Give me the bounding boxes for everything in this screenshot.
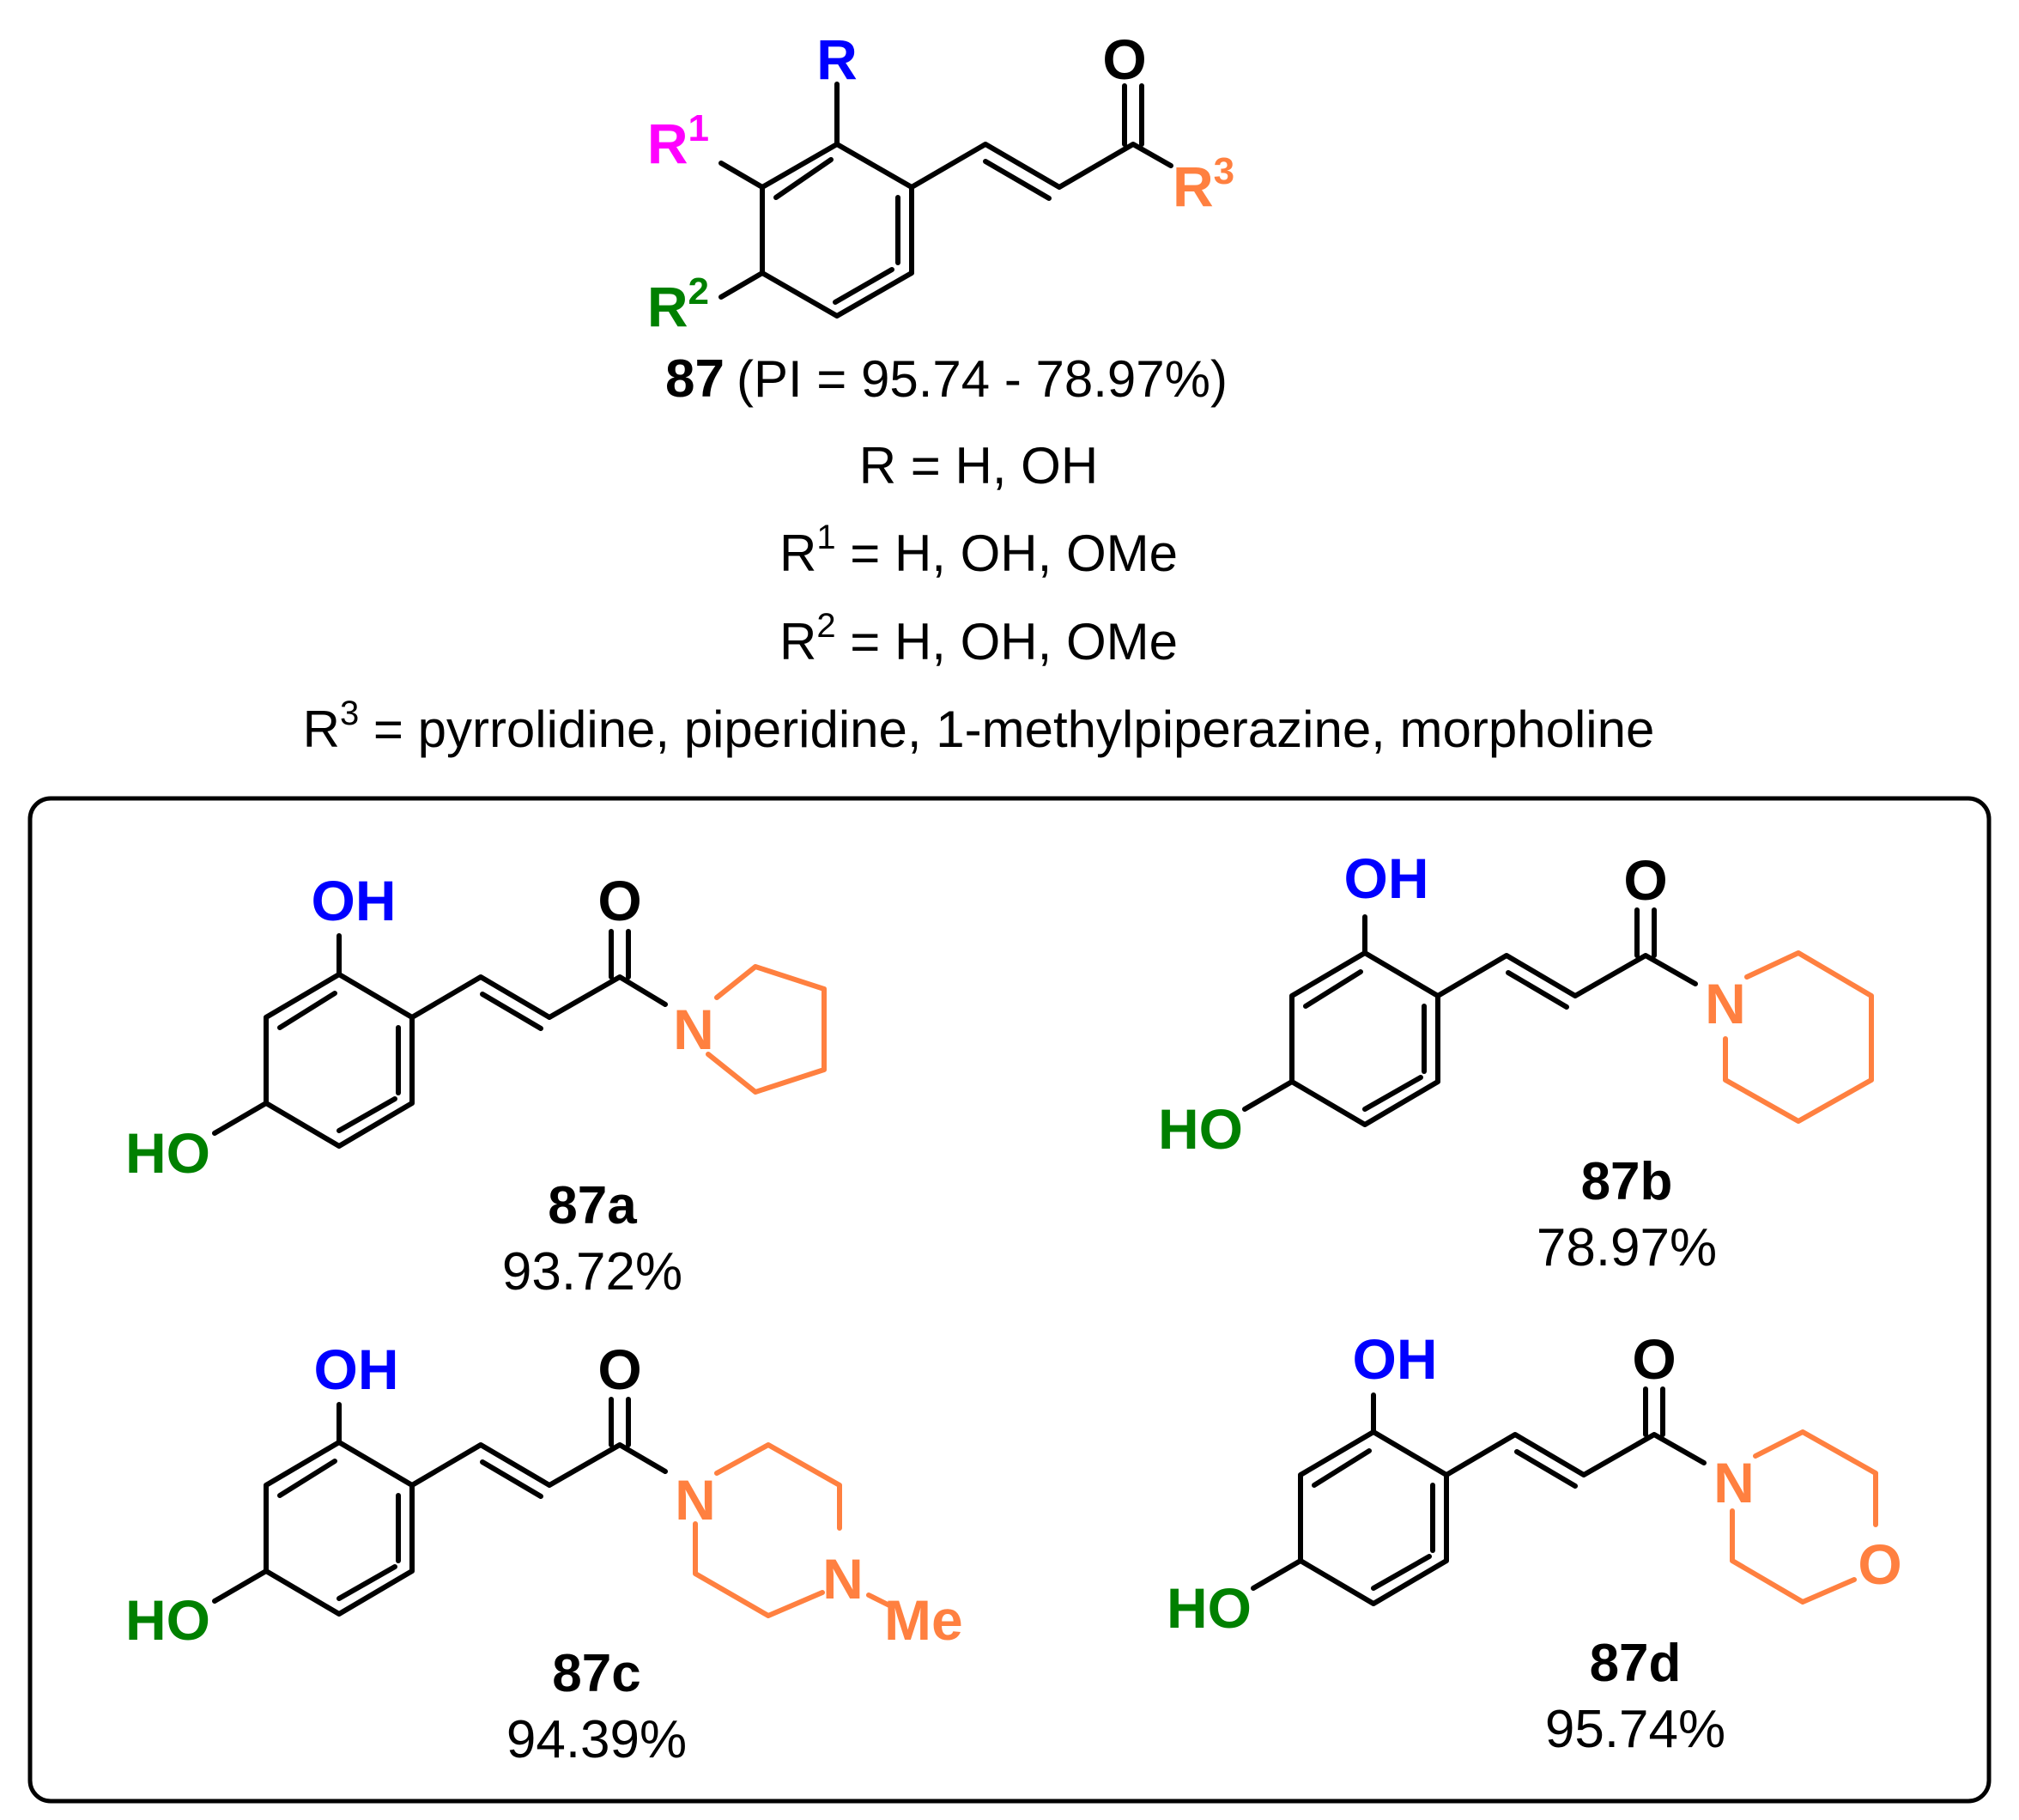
alkene-double-bond [983,159,1052,201]
bond-to-ho [1251,1558,1303,1591]
compound-label: 87a [548,1176,637,1235]
compound-label: 87d [1590,1634,1682,1693]
morpholine-oxygen: O [1858,1532,1901,1596]
enone-chain [1435,953,1698,998]
r1-definition: R1 = H, OH, OMe [779,519,1178,582]
compound-87d: OH HO O N O 87d 95.74% [1167,1327,1902,1759]
ho-label: HO [125,1121,210,1185]
ring-double-bond [277,1459,337,1498]
ring-double-bond [833,267,894,305]
oh-label: OH [1344,846,1429,910]
enone-chain [409,974,668,1020]
pyrrolidine-ring [706,964,827,1095]
enone-chain [909,142,1173,190]
r3-definition: R3 = pyrrolidine, piperidine, 1-methylpi… [303,695,1655,758]
benzene-ring [264,972,415,1149]
piperazine-ring-top [714,1442,842,1531]
enone-chain [1444,1432,1707,1477]
amide-nitrogen: N [1713,1451,1755,1514]
R3-label: R3 [1173,150,1234,218]
amide-nitrogen: N [675,1468,716,1532]
carbonyl-oxygen: O [597,1338,641,1401]
ring-double-bond [336,1096,397,1133]
morpholine-ring-bottom [1730,1508,1857,1605]
compound-87b: OH HO O N 87b 78.97% [1158,846,1874,1277]
ring-double-bond [336,1564,397,1601]
R2-label: R2 [647,270,709,338]
carbonyl-oxygen: O [1632,1327,1676,1391]
ring-double-bond [1303,969,1363,1009]
pi-value: 94.39% [506,1710,687,1769]
bond-to-ho [1242,1079,1294,1112]
bond-to-R2 [718,270,765,300]
carbonyl-oxygen: O [597,869,641,932]
carbonyl-oxygen: O [1623,848,1667,912]
ho-label: HO [1158,1097,1243,1161]
bond-to-R1 [718,161,765,190]
ring-double-bond [773,157,834,200]
benzene-ring [264,1440,415,1617]
benzene-ring [1289,950,1440,1127]
ring-double-bond [1362,1075,1423,1112]
methyl-label: Me [884,1588,963,1652]
ho-label: HO [125,1588,210,1652]
morpholine-ring-top [1753,1429,1878,1527]
bond-to-ho [212,1568,269,1604]
ring-double-bond [1312,1448,1372,1488]
r2-definition: R2 = H, OH, OMe [779,607,1178,670]
carbonyl-oxygen: O [1102,27,1146,91]
enone-chain [409,1442,668,1488]
ring-double-bond [277,991,337,1030]
alkene-double-bond [480,992,543,1031]
R1-label: R1 [647,107,709,175]
compound-label: 87c [552,1644,640,1703]
compound-label: 87b [1581,1152,1673,1211]
piperazine-nitrogen: N [822,1547,864,1611]
oh-label: OH [1353,1327,1438,1391]
benzene-ring [760,142,914,318]
benzene-ring [1298,1429,1449,1606]
alkene-double-bond [480,1459,543,1499]
r-definition: R = H, OH [859,437,1098,494]
alkene-double-bond [1506,970,1569,1010]
pi-value: 93.72% [502,1242,682,1301]
bond-to-ho [212,1101,269,1136]
oh-label: OH [312,869,397,932]
R-label: R [816,27,858,91]
pi-value: 78.97% [1537,1218,1717,1277]
bond-to-me [866,1592,895,1610]
ring-double-bond [1371,1554,1432,1591]
general-definitions: 87(PI = 95.74 - 78.97%) R = H, OH R1 = H… [303,349,1655,758]
piperidine-ring [1723,950,1874,1124]
amide-nitrogen: N [673,998,714,1061]
piperazine-ring-bottom [693,1521,825,1618]
pi-caption: 87(PI = 95.74 - 78.97%) [665,349,1228,409]
general-structure-87: R R1 R2 R3 O [647,27,1234,338]
amide-nitrogen: N [1705,972,1746,1035]
oh-label: OH [314,1338,399,1401]
alkene-double-bond [1514,1449,1578,1489]
compounds-box [27,796,1992,1804]
compound-87a: OH HO O N 87a 93.72% [125,869,827,1301]
ho-label: HO [1167,1576,1252,1640]
compound-87c: OH HO O N N Me 87c 94.39% [125,1338,963,1769]
pi-value: 95.74% [1545,1700,1725,1759]
